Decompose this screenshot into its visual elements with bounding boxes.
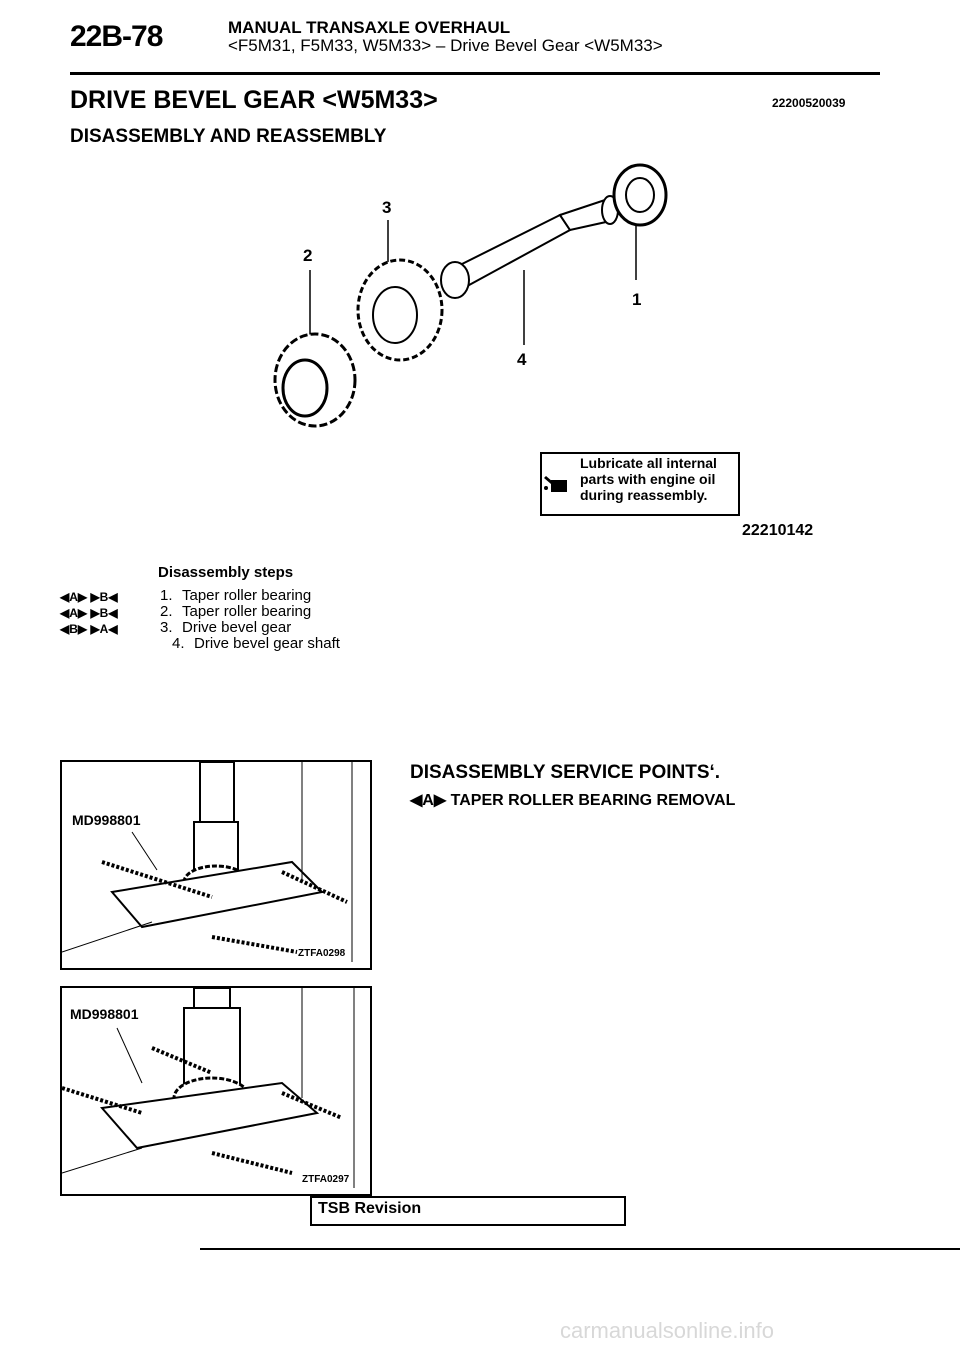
figure-bearing-removal-1: MD998801 ZTFA0298	[60, 760, 372, 970]
callout-3: 3	[382, 198, 392, 217]
oil-can-icon	[544, 476, 567, 492]
header-subtitle: <F5M31, F5M33, W5M33> – Drive Bevel Gear…	[228, 36, 663, 56]
step-2-text: Taper roller bearing	[182, 603, 312, 620]
bearing-puller-illustration-2	[62, 988, 355, 1188]
watermark: carmanualsonline.info	[560, 1318, 775, 1343]
step-4-number: 4.	[172, 635, 185, 652]
page-number: 22B-78	[70, 20, 163, 53]
steps-title: Disassembly steps	[158, 564, 294, 581]
step-3-number: 3.	[160, 619, 173, 636]
step-3-badges: ◀B▶ ▶A◀	[60, 622, 118, 636]
figure-code-1: ZTFA0298	[298, 948, 346, 959]
bottom-rule	[200, 1248, 960, 1250]
step-4: 4. Drive bevel gear shaft	[172, 635, 340, 652]
step-3-text: Drive bevel gear	[182, 619, 292, 636]
step-1-number: 1.	[160, 587, 173, 604]
service-point-item: ◀A▶ TAPER ROLLER BEARING REMOVAL	[410, 790, 735, 810]
callout-1: 1	[632, 290, 642, 309]
header-models: <F5M31, F5M33, W5M33>	[228, 36, 432, 55]
lubrication-note: Lubricate all internal parts with engine…	[580, 455, 717, 503]
lubrication-note-box	[540, 452, 740, 516]
note-line-1: Lubricate all internal	[580, 455, 717, 471]
header-dash: –	[435, 36, 446, 55]
note-line-2: parts with engine oil	[580, 471, 716, 487]
note-line-3: during reassembly.	[580, 487, 708, 503]
section-subtitle: DISASSEMBLY AND REASSEMBLY	[70, 126, 387, 147]
step-3: 3. Drive bevel gear	[160, 619, 291, 636]
header-rule	[70, 72, 880, 75]
figure-code-2: ZTFA0297	[302, 1174, 350, 1185]
callout-2: 2	[303, 246, 313, 265]
service-points-title: DISASSEMBLY SERVICE POINTS‘.	[410, 762, 721, 783]
doc-code: 22200520039	[772, 96, 846, 110]
figure-code: 22210142	[742, 522, 814, 539]
step-2-badges: ◀A▶ ▶B◀	[60, 606, 118, 620]
step-2: 2. Taper roller bearing	[160, 603, 311, 620]
step-2-number: 2.	[160, 603, 173, 620]
bearing-puller-illustration-1	[62, 762, 353, 962]
figure-bearing-removal-2: MD998801 ZTFA0297	[60, 986, 372, 1196]
service-point-badge: ◀A▶	[410, 792, 447, 809]
service-point-text: TAPER ROLLER BEARING REMOVAL	[450, 792, 736, 809]
tsb-revision-label: TSB Revision	[318, 1200, 422, 1217]
step-4-text: Drive bevel gear shaft	[194, 635, 340, 652]
header-title: MANUAL TRANSAXLE OVERHAUL	[228, 18, 511, 37]
step-1-text: Taper roller bearing	[182, 587, 312, 604]
callout-4: 4	[517, 350, 527, 369]
step-1-badges: ◀A▶ ▶B◀	[60, 590, 118, 604]
section-title: DRIVE BEVEL GEAR <W5M33>	[70, 86, 438, 114]
tsb-revision-box	[310, 1196, 626, 1226]
header-section: Drive Bevel Gear <W5M33>	[450, 36, 663, 55]
tool-label-1: MD998801	[72, 812, 141, 828]
tool-label-2: MD998801	[70, 1006, 139, 1022]
exploded-view-illustration	[273, 163, 668, 428]
step-1: 1. Taper roller bearing	[160, 587, 311, 604]
